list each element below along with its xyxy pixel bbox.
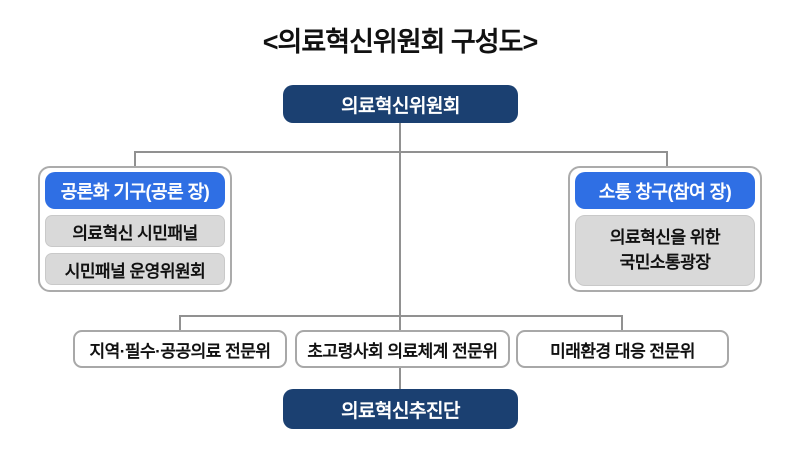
right-group-item-public-plaza: 의료혁신을 위한 국민소통광장 <box>575 215 755 286</box>
left-group-item-panel-steering: 시민패널 운영위원회 <box>45 253 225 285</box>
left-group-header: 공론화 기구(공론 장) <box>45 172 225 209</box>
public-deliberation-group: 공론화 기구(공론 장) 의료혁신 시민패널 시민패널 운영위원회 <box>38 166 232 292</box>
connector-committee-left-drop <box>179 315 181 331</box>
connector-bottom-vertical <box>399 367 401 390</box>
root-committee-box: 의료혁신위원회 <box>283 85 518 123</box>
connector-center-vertical <box>399 123 401 330</box>
committee-future-environment: 미래환경 대응 전문위 <box>516 330 729 368</box>
right-group-header: 소통 창구(참여 장) <box>575 172 755 209</box>
connector-lower-horizontal <box>179 315 623 317</box>
diagram-title: <의료혁신위원회 구성도> <box>262 27 538 57</box>
promotion-taskforce-box: 의료혁신추진단 <box>283 389 518 429</box>
connector-top-horizontal <box>134 151 668 153</box>
connector-left-drop <box>134 151 136 167</box>
committee-regional-essential-public: 지역·필수·공공의료 전문위 <box>73 330 287 368</box>
left-group-item-citizen-panel: 의료혁신 시민패널 <box>45 215 225 247</box>
committee-super-aged-society: 초고령사회 의료체계 전문위 <box>295 330 510 368</box>
connector-right-drop <box>666 151 668 167</box>
communication-channel-group: 소통 창구(참여 장) 의료혁신을 위한 국민소통광장 <box>568 166 762 292</box>
connector-committee-right-drop <box>621 315 623 331</box>
